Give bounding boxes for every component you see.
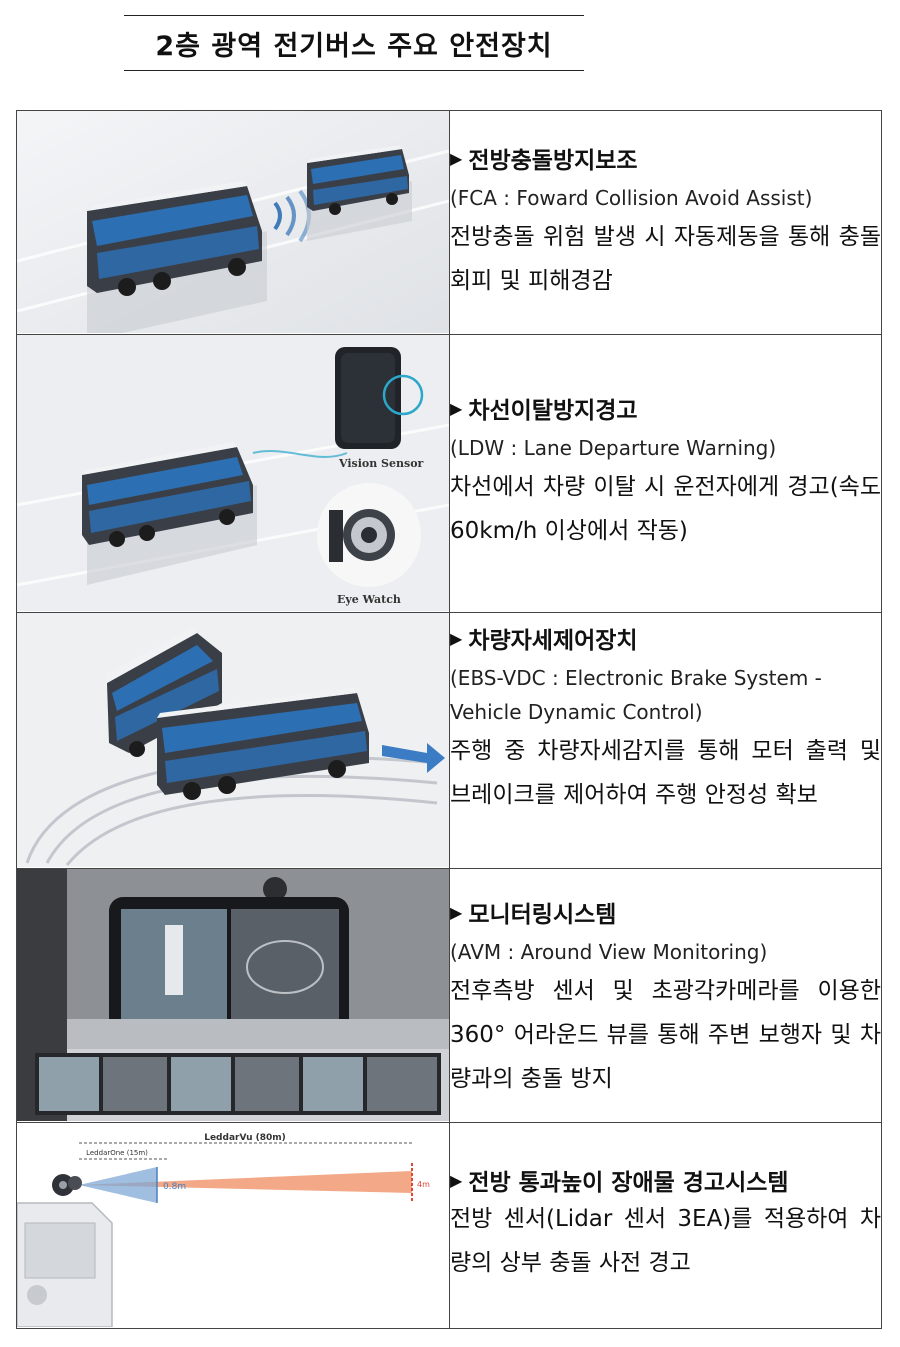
lidar-image-cell: LeddarVu (80m) LeddarOne (15m) 0.8m 4m <box>16 1122 450 1329</box>
ebs-vdc-text-cell: ▶ 차량자세제어장치 (EBS-VDC : Electronic Brake S… <box>449 612 882 869</box>
feature-title: ▶ 전방충돌방지보조 <box>450 148 638 174</box>
feature-title: ▶ 전방 통과높이 장애물 경고시스템 <box>450 1170 789 1196</box>
near-height-label: 0.8m <box>163 1182 186 1192</box>
table-row: ▶ 전방충돌방지보조 (FCA : Foward Collision Avoid… <box>16 110 882 335</box>
triangle-bullet-icon: ▶ <box>450 628 463 648</box>
eye-watch-icon <box>317 483 421 587</box>
vision-sensor-label: Vision Sensor <box>338 457 424 470</box>
feature-abbreviation: (AVM : Around View Monitoring) <box>450 940 768 964</box>
avm-image-cell <box>16 868 450 1123</box>
document-title: 2층 광역 전기버스 주요 안전장치 <box>124 15 584 71</box>
feature-abbreviation: (LDW : Lane Departure Warning) <box>450 436 777 460</box>
feature-abbreviation: (EBS-VDC : Electronic Brake System - Veh… <box>450 666 822 724</box>
feature-title: ▶ 차량자세제어장치 <box>450 628 638 654</box>
feature-title: ▶ 모니터링시스템 <box>450 902 617 928</box>
feature-abbreviation: (FCA : Foward Collision Avoid Assist) <box>450 186 813 210</box>
triangle-bullet-icon: ▶ <box>450 902 463 922</box>
feature-description: 전방충돌 위험 발생 시 자동제동을 통해 충돌회피 및 피해경감 <box>450 224 881 294</box>
direction-arrow-icon <box>382 743 445 773</box>
ldw-image-cell: Vision Sensor Eye Watch <box>16 334 450 613</box>
leddarone-range-label: LeddarOne (15m) <box>86 1149 148 1157</box>
safety-feature-table: ▶ 전방충돌방지보조 (FCA : Foward Collision Avoid… <box>16 110 882 1329</box>
bus-front-icon <box>17 1202 113 1327</box>
avm-text-cell: ▶ 모니터링시스템 (AVM : Around View Monitoring)… <box>449 868 882 1123</box>
eye-watch-label: Eye Watch <box>337 593 401 606</box>
ldw-illustration: Vision Sensor Eye Watch <box>17 335 449 611</box>
table-row: LeddarVu (80m) LeddarOne (15m) 0.8m 4m <box>16 1122 882 1329</box>
feature-title: ▶ 차선이탈방지경고 <box>450 398 638 424</box>
triangle-bullet-icon: ▶ <box>450 148 463 168</box>
lidar-illustration: LeddarVu (80m) LeddarOne (15m) 0.8m 4m <box>17 1123 449 1327</box>
lidar-beam-long <box>79 1171 412 1193</box>
table-row: Vision Sensor Eye Watch ▶ 차선이탈방지경고 (LDW … <box>16 334 882 613</box>
rear-bus-icon <box>87 181 267 333</box>
fca-text-cell: ▶ 전방충돌방지보조 (FCA : Foward Collision Avoid… <box>449 110 882 335</box>
feature-description: 전방 센서(Lidar 센서 3EA)를 적용하여 차량의 상부 충돌 사전 경… <box>450 1206 881 1276</box>
table-row: ▶ 모니터링시스템 (AVM : Around View Monitoring)… <box>16 868 882 1123</box>
feature-description: 전후측방 센서 및 초광각카메라를 이용한 360° 어라운드 뷰를 통해 주변… <box>450 978 881 1092</box>
avm-illustration <box>17 869 449 1121</box>
lidar-text-cell: ▶ 전방 통과높이 장애물 경고시스템 전방 센서(Lidar 센서 3EA)를… <box>449 1122 882 1329</box>
camera-view-strip <box>35 1053 441 1115</box>
ebs-vdc-image-cell <box>16 612 450 869</box>
front-bus-icon <box>307 145 412 241</box>
lidar-beam-short <box>79 1167 157 1203</box>
table-row: ▶ 차량자세제어장치 (EBS-VDC : Electronic Brake S… <box>16 612 882 869</box>
fca-illustration <box>17 111 449 333</box>
ebs-vdc-illustration <box>17 613 449 867</box>
bus-icon <box>82 442 257 585</box>
lidar-sensor-icon <box>52 1174 82 1196</box>
feature-description: 주행 중 차량자세감지를 통해 모터 출력 및 브레이크를 제어하여 주행 안정… <box>450 738 881 808</box>
triangle-bullet-icon: ▶ <box>450 1170 463 1190</box>
far-height-label: 4m <box>417 1180 430 1189</box>
fca-image-cell <box>16 110 450 335</box>
monitor-screen-icon <box>109 897 349 1035</box>
stable-bus-icon <box>157 688 369 800</box>
vision-sensor-icon <box>335 347 424 449</box>
ldw-text-cell: ▶ 차선이탈방지경고 (LDW : Lane Departure Warning… <box>449 334 882 613</box>
feature-description: 차선에서 차량 이탈 시 운전자에게 경고(속도 60km/h 이상에서 작동) <box>450 474 881 544</box>
triangle-bullet-icon: ▶ <box>450 398 463 418</box>
leddarvu-range-label: LeddarVu (80m) <box>204 1133 286 1143</box>
